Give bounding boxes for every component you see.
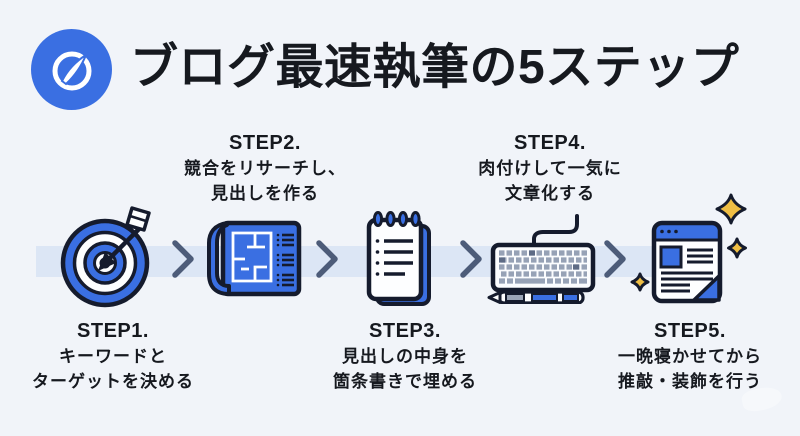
sparkle-icon <box>630 193 747 292</box>
step-id: STEP2. <box>229 132 301 154</box>
step-label-1: STEP1. キーワードと ターゲットを決める <box>7 319 219 394</box>
step-text-line: 肉付けして一気に <box>478 159 622 178</box>
brand-logo <box>31 29 112 110</box>
step-text-line: 文章化する <box>505 184 595 203</box>
step-label-3: STEP3. 見出しの中身を 箇条書きで埋める <box>299 319 511 394</box>
step-text-line: ターゲットを決める <box>32 372 194 391</box>
step-text-line: 見出しの中身を <box>342 347 468 366</box>
chevron-right-icon <box>604 240 626 278</box>
step-text-line: 推敲・装飾を行う <box>618 372 762 391</box>
step-id: STEP4. <box>514 132 586 154</box>
article-sparkles-icon <box>630 193 747 304</box>
step-id: STEP1. <box>77 320 149 342</box>
step-text-line: 箇条書きで埋める <box>333 372 477 391</box>
step-text-line: キーワードと <box>59 347 167 366</box>
speed-compass-icon <box>52 51 91 90</box>
chevron-right-icon <box>316 240 338 278</box>
chevron-right-icon <box>172 240 194 278</box>
step-text-line: 見出しを作る <box>211 184 319 203</box>
page-title: ブログ最速執筆の5ステップ <box>130 41 740 94</box>
notepad-list-icon <box>366 211 431 306</box>
step-label-5: STEP5. 一晩寝かせてから 推敲・装飾を行う <box>584 319 796 394</box>
keyboard-pen-icon <box>487 214 596 304</box>
step-text-line: 競合をリサーチし、 <box>184 159 346 178</box>
step-id: STEP3. <box>369 320 441 342</box>
step-label-4: STEP4. 肉付けして一気に 文章化する <box>444 131 656 206</box>
blueprint-icon <box>207 220 302 297</box>
step-text-line: 一晩寝かせてから <box>618 347 762 366</box>
chevron-right-icon <box>460 240 482 278</box>
step-id: STEP5. <box>654 320 726 342</box>
dartboard-target-icon <box>60 206 151 308</box>
step-label-2: STEP2. 競合をリサーチし、 見出しを作る <box>159 131 371 206</box>
